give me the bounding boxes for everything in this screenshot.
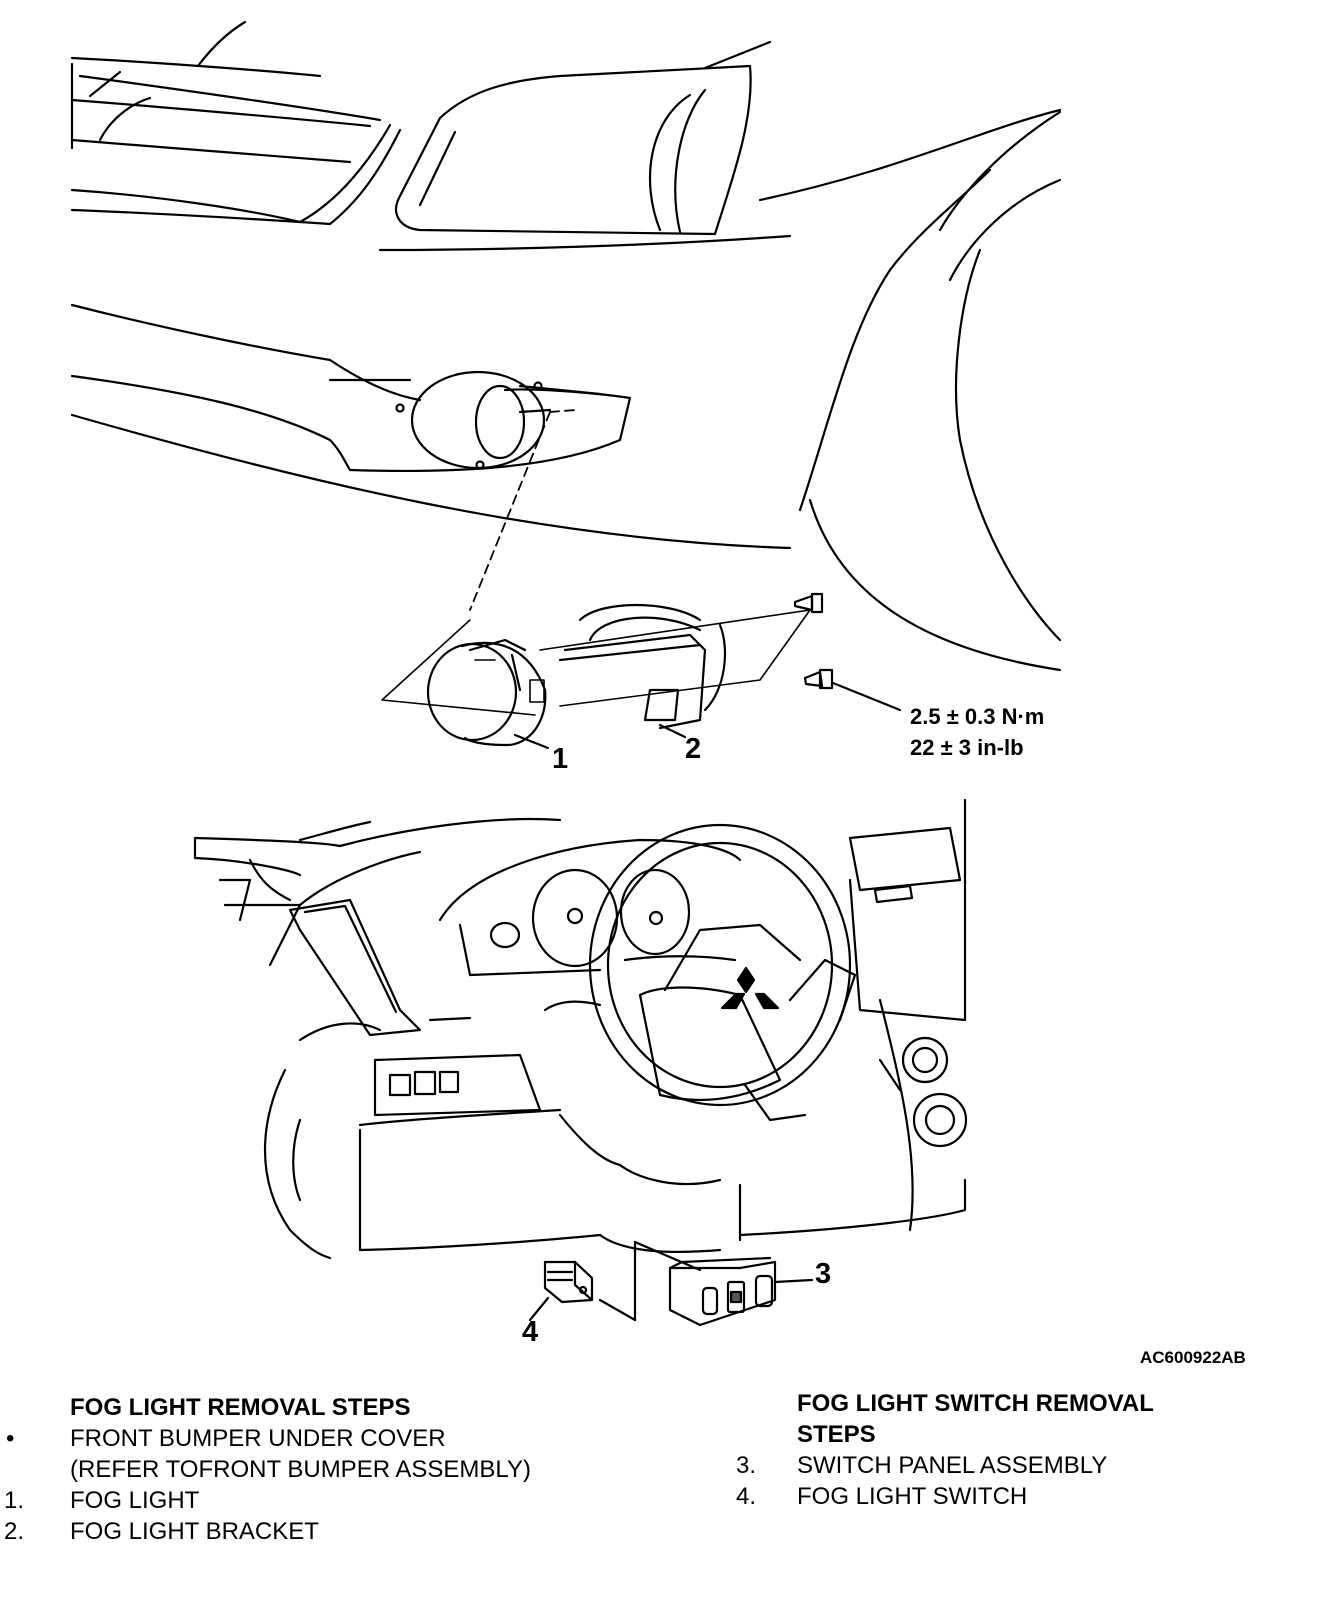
list-item: 2. FOG LIGHT BRACKET [0,1516,700,1547]
fog-light-removal-steps: FOG LIGHT REMOVAL STEPS • FRONT BUMPER U… [0,1392,700,1547]
fog-light-switch-removal-steps: FOG LIGHT SWITCH REMOVAL STEPS 3. SWITCH… [736,1388,1296,1512]
switch-removal-heading: FOG LIGHT SWITCH REMOVAL [797,1390,1154,1417]
switch-panel-part [598,1240,814,1327]
callout-4: 4 [522,1316,539,1348]
fog-light-removal-heading: FOG LIGHT REMOVAL STEPS [70,1394,411,1421]
fog-light-bracket-part [558,603,727,730]
fog-light-switch-part [528,1260,594,1322]
torque-metric: 2.5 ± 0.3 N·m [910,704,1045,729]
torque-imperial: 22 ± 3 in-lb [910,735,1024,760]
vehicle-front-drawing [70,20,1062,672]
torque-spec: 2.5 ± 0.3 N·m 22 ± 3 in-lb [910,701,1044,763]
fog-light-part [426,638,547,747]
step-text: FRONT BUMPER UNDER COVER [70,1425,446,1452]
callout-leaders-top [513,681,902,750]
callout-1: 1 [552,743,569,775]
dashboard-drawing [193,798,968,1260]
figure-id: AC600922AB [1140,1348,1246,1367]
step-text: (REFER TOFRONT BUMPER ASSEMBLY) [70,1456,531,1483]
step-text: FOG LIGHT [70,1487,200,1514]
step-marker: 2. [4,1518,25,1545]
step-marker: • [6,1425,15,1452]
list-item: 1. FOG LIGHT [0,1485,700,1516]
step-text: SWITCH PANEL ASSEMBLY [797,1452,1108,1479]
step-text: FOG LIGHT SWITCH [797,1483,1028,1510]
switch-removal-heading-cont: STEPS [797,1421,876,1448]
step-text: FOG LIGHT BRACKET [70,1518,319,1545]
step-marker: 4. [736,1483,757,1510]
callout-3: 3 [815,1258,832,1290]
list-item: • FRONT BUMPER UNDER COVER (REFER TOFRON… [0,1423,700,1485]
bracket-screws [793,592,834,690]
assembly-leader-lines [381,409,811,716]
step-marker: 1. [4,1487,25,1514]
list-item: 4. FOG LIGHT SWITCH [736,1481,1296,1512]
callout-2: 2 [685,733,702,765]
list-item: 3. SWITCH PANEL ASSEMBLY [736,1450,1296,1481]
step-marker: 3. [736,1452,757,1479]
